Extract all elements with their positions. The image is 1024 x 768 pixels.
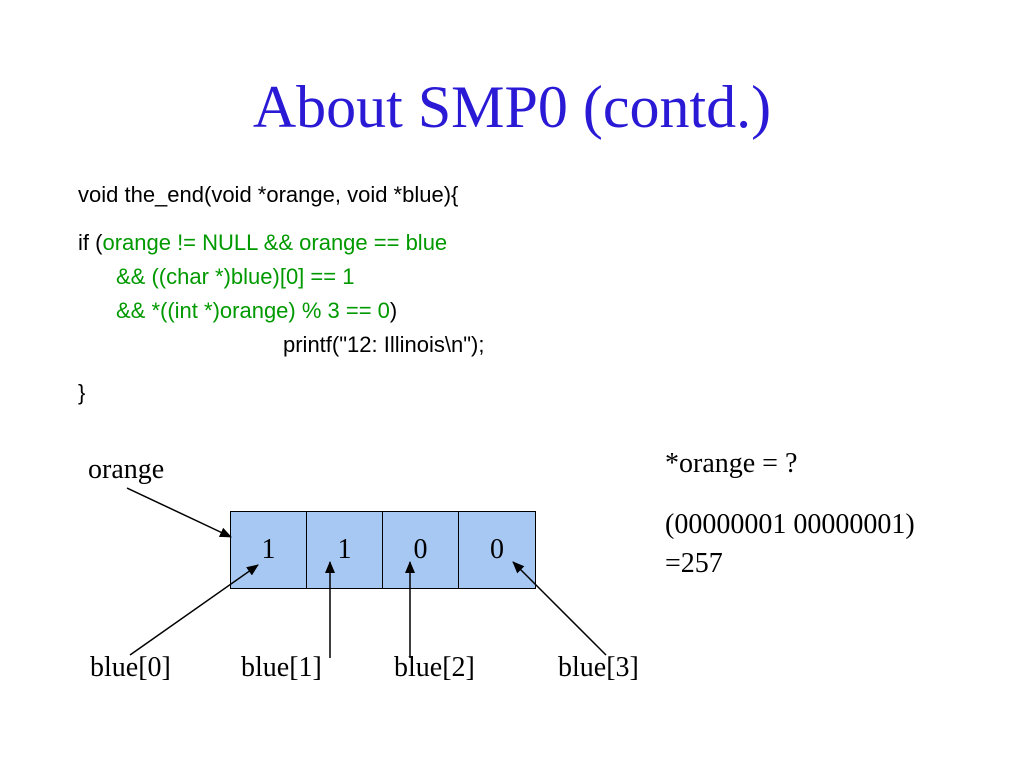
- memory-cell: 0: [383, 512, 459, 588]
- function-signature: void the_end(void *orange, void *blue){: [78, 182, 459, 207]
- question-text: *orange = ?: [665, 448, 798, 479]
- memory-cell: 1: [307, 512, 383, 588]
- condition-2: && ((char *)blue)[0] == 1: [116, 264, 355, 289]
- condition-1: orange != NULL && orange == blue: [102, 230, 448, 255]
- slide-title: About SMP0 (contd.): [252, 74, 772, 140]
- if-keyword: if (: [78, 230, 103, 255]
- blue0-label: blue[0]: [90, 652, 171, 683]
- memory-cell: 0: [459, 512, 535, 588]
- memory-cell: 1: [231, 512, 307, 588]
- closing-brace: }: [78, 380, 86, 405]
- blue2-label: blue[2]: [394, 652, 475, 683]
- memory-cells: 1 1 0 0: [230, 511, 536, 589]
- condition-3: && *((int *)orange) % 3 == 0: [116, 298, 390, 323]
- printf-statement: printf("12: Illinois\n");: [283, 332, 485, 357]
- condition-3-line: && *((int *)orange) % 3 == 0): [116, 298, 397, 324]
- binary-value: (00000001 00000001): [665, 509, 915, 540]
- decimal-result: =257: [665, 548, 723, 579]
- if-line: if (orange != NULL && orange == blue: [78, 230, 447, 256]
- blue1-label: blue[1]: [241, 652, 322, 683]
- blue3-label: blue[3]: [558, 652, 639, 683]
- orange-label: orange: [88, 454, 165, 485]
- orange-pointer-arrow: [126, 487, 232, 538]
- condition-close-paren: ): [389, 298, 398, 323]
